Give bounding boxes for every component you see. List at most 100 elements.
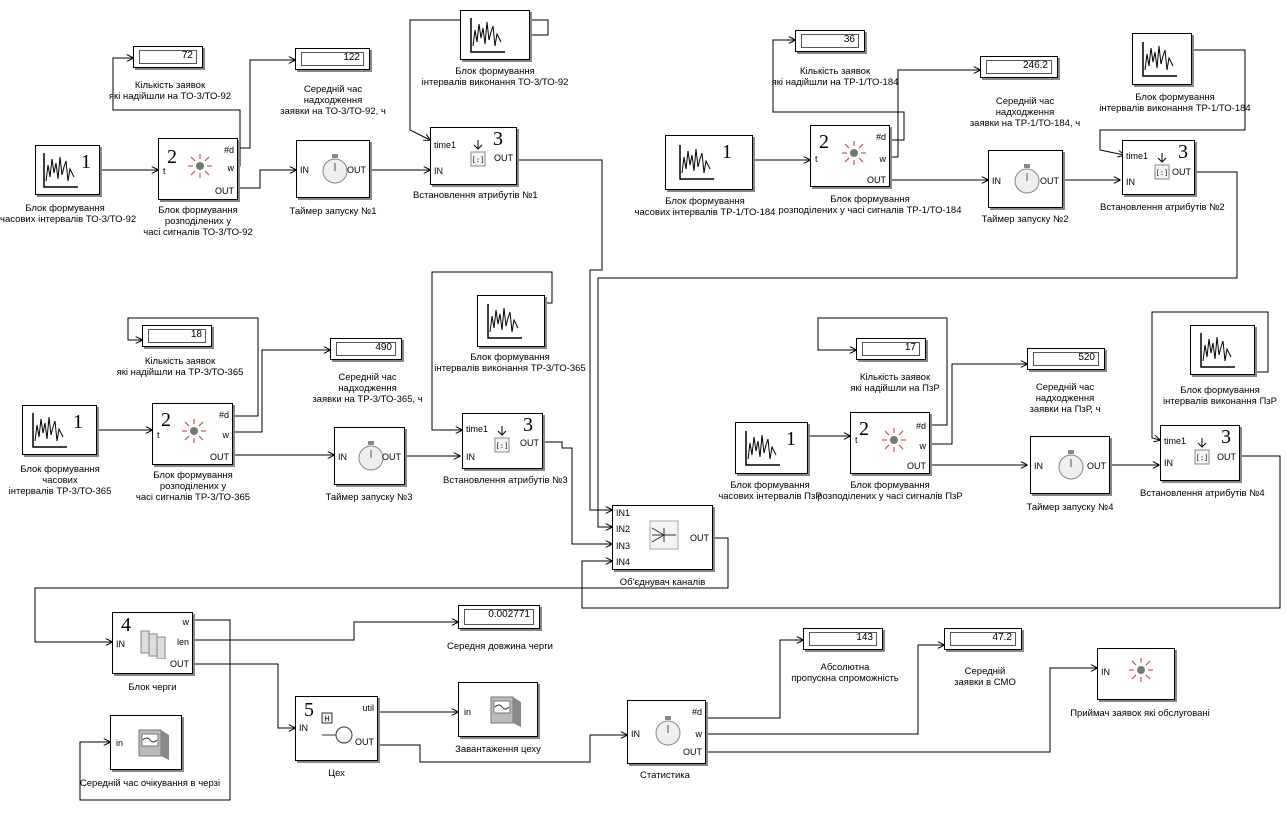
stopwatch-icon	[1014, 164, 1040, 194]
mean-time-display-to3: 122	[295, 48, 370, 70]
attribute-block-3[interactable]: time1 IN [:] 3 OUT	[462, 413, 543, 469]
attribute-icon: [:]	[1154, 153, 1170, 180]
attribute-label-3: Встановлення атрибутів №3	[443, 475, 568, 486]
exec-interval-block-to3[interactable]	[460, 10, 530, 60]
svg-text:[:]: [:]	[472, 156, 485, 164]
arrivals-display-pzr: 17	[856, 338, 926, 360]
attribute-label-4: Встановлення атрибутів №4	[1140, 488, 1265, 499]
mean-time-display-pzr: 520	[1027, 348, 1105, 370]
generator-icon	[882, 428, 906, 452]
entity-generator-block-tr3[interactable]: 2 t #d w OUT	[152, 403, 233, 465]
path-combiner-label: Об'єднувач каналів	[619, 577, 706, 588]
signal-scope-icon	[470, 18, 505, 53]
block-number: 3	[523, 414, 533, 436]
entity-generator-block-to3[interactable]: 2 t #d w OUT	[158, 138, 238, 200]
attribute-icon: [:]	[494, 426, 510, 453]
workshop-load-label: Завантаження цеху	[455, 744, 541, 755]
queue-length-display: 0.002771	[458, 605, 540, 629]
attribute-label-2: Встановлення атрибутів №2	[1100, 202, 1225, 213]
arrivals-display-to3: 72	[133, 46, 203, 68]
exec-interval-block-pzr[interactable]	[1190, 325, 1255, 375]
generator-icon	[842, 141, 866, 165]
signal-scope-icon	[32, 413, 67, 448]
mean-time-display-tr1: 246.2	[980, 56, 1058, 78]
workshop-load-scope-block[interactable]: in	[458, 682, 538, 737]
block-number: 1	[73, 411, 83, 433]
server-block[interactable]: 5 IN H util OUT	[295, 696, 378, 761]
attribute-icon: [:]	[1194, 438, 1210, 465]
exec-interval-block-tr1[interactable]	[1132, 33, 1192, 85]
block-number: 2	[167, 146, 177, 168]
signal-scope-icon	[1200, 333, 1235, 368]
attribute-block-1[interactable]: time1 IN [:] 3 OUT	[430, 127, 517, 185]
block-number: 3	[493, 128, 503, 150]
stopwatch-icon	[1058, 450, 1084, 480]
svg-text:H: H	[324, 715, 329, 723]
mean-time-display-tr3: 490	[330, 338, 402, 360]
interval-source-block-tr1[interactable]: 1	[665, 135, 753, 190]
block-number: 2	[819, 131, 829, 153]
block-number: 1	[722, 141, 732, 163]
signal-scope-icon	[1142, 42, 1177, 77]
signal-scope-icon	[745, 431, 780, 466]
block-number: 2	[161, 409, 171, 431]
block-number: 1	[786, 428, 796, 450]
signal-scope-icon	[679, 145, 714, 180]
queue-block[interactable]: 4 IN w len OUT	[112, 612, 193, 674]
timer-label-2: Таймер запуску №2	[981, 214, 1069, 225]
svg-text:[:]: [:]	[496, 442, 509, 450]
generator-icon	[182, 419, 206, 443]
timer-block-1[interactable]: IN OUT	[296, 140, 370, 198]
timer-label-4: Таймер запуску №4	[1026, 502, 1114, 513]
statistics-block[interactable]: IN #d w OUT	[627, 700, 706, 764]
stopwatch-icon	[655, 716, 681, 746]
path-combiner-block[interactable]: IN1 IN2 IN3 IN4 OUT	[612, 505, 713, 570]
timer-label-1: Таймер запуску №1	[289, 206, 377, 217]
attribute-block-4[interactable]: time1 IN [:] 3 OUT	[1160, 425, 1240, 481]
generator-icon	[188, 154, 212, 178]
wait-time-label: Середній час очікування в черзі	[79, 778, 221, 789]
queue-length-label: Середня довжина черги	[447, 641, 553, 652]
arrivals-display-tr3: 18	[142, 325, 212, 347]
timer-block-2[interactable]: IN OUT	[988, 150, 1063, 208]
timer-block-4[interactable]: IN OUT	[1030, 436, 1110, 494]
interval-source-block-tr3[interactable]: 1	[22, 405, 97, 455]
exec-interval-block-tr3[interactable]	[477, 295, 545, 347]
queue-label: Блок черги	[128, 682, 177, 693]
entity-generator-block-tr1[interactable]: 2 t #d w OUT	[810, 125, 890, 187]
sink-icon	[1129, 658, 1153, 682]
entity-sink-block[interactable]: IN	[1097, 648, 1175, 700]
timer-block-3[interactable]: IN OUT	[334, 427, 405, 485]
block-number: 3	[1221, 426, 1231, 448]
scope-icon	[490, 696, 521, 727]
queue-icon	[140, 630, 166, 659]
attribute-block-2[interactable]: time1 IN [:] 3 OUT	[1122, 140, 1195, 195]
attribute-icon: [:]	[470, 140, 486, 167]
interval-source-block-pzr[interactable]: 1	[735, 422, 808, 474]
timer-label-3: Таймер запуску №3	[325, 492, 413, 503]
interval-source-block-to3[interactable]: 1	[35, 145, 100, 195]
entity-sink-label: Приймач заявок які обслуговані	[1070, 708, 1210, 719]
block-number: 4	[121, 614, 131, 636]
entity-generator-block-pzr[interactable]: 2 t #d w OUT	[850, 412, 930, 474]
wait-time-scope-block[interactable]: in	[110, 715, 182, 770]
